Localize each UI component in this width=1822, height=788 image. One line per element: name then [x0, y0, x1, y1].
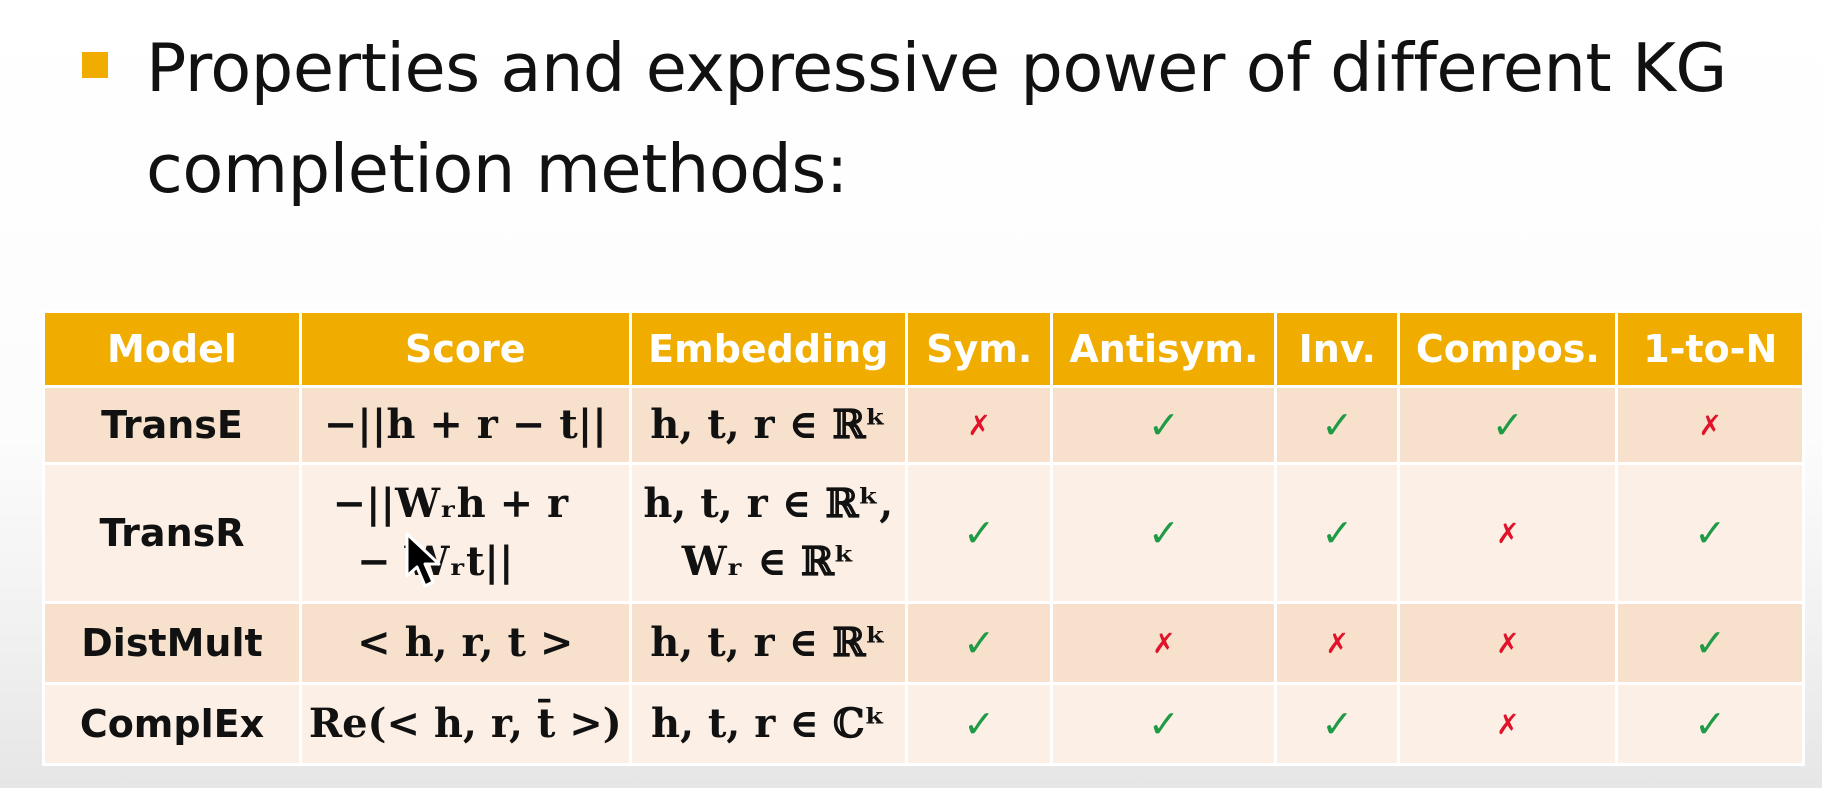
embedding-line: h, t, r ∈ ℝᵏ,	[643, 480, 894, 527]
antisym-cell: ✓	[1050, 462, 1278, 604]
embedding-line: h, t, r ∈ ℝᵏ	[650, 619, 887, 666]
check-icon: ✓	[1321, 511, 1354, 555]
header-antisym: Antisym.	[1050, 310, 1278, 388]
score-formula: −||Wᵣh + r − Wᵣt||	[298, 462, 632, 604]
model-name: TransE	[42, 385, 302, 465]
check-icon: ✓	[1147, 702, 1180, 746]
header-score: Score	[298, 310, 632, 388]
header-embedding: Embedding	[628, 310, 908, 388]
table-row: DistMult < h, r, t > h, t, r ∈ ℝᵏ ✓ ✗ ✗ …	[42, 601, 1805, 685]
embedding-formula: h, t, r ∈ ℝᵏ, Wᵣ ∈ ℝᵏ	[628, 462, 908, 604]
score-line: −||h + r − t||	[323, 401, 607, 448]
embedding-formula: h, t, r ∈ ℝᵏ	[628, 385, 908, 465]
check-icon: ✓	[1694, 511, 1727, 555]
check-icon: ✓	[1491, 403, 1524, 447]
one-to-n-cell: ✓	[1615, 462, 1805, 604]
table-row: ComplEx Re(< h, r, t̄ >) h, t, r ∈ ℂᵏ ✓ …	[42, 682, 1805, 766]
header-inv: Inv.	[1274, 310, 1401, 388]
table-row: TransR −||Wᵣh + r − Wᵣt|| h, t, r ∈ ℝᵏ, …	[42, 462, 1805, 604]
model-name: TransR	[42, 462, 302, 604]
check-icon: ✓	[1147, 511, 1180, 555]
cross-icon: ✗	[1496, 516, 1520, 550]
score-line: − Wᵣt||	[357, 538, 514, 585]
square-bullet-icon	[82, 52, 108, 78]
one-to-n-cell: ✗	[1615, 385, 1805, 465]
cross-icon: ✗	[1496, 707, 1520, 741]
kg-models-table: Model Score Embedding Sym. Antisym. Inv.…	[42, 310, 1805, 766]
header-compos: Compos.	[1397, 310, 1619, 388]
compos-cell: ✗	[1397, 462, 1619, 604]
check-icon: ✓	[1321, 403, 1354, 447]
score-line: < h, r, t >	[357, 619, 574, 666]
inv-cell: ✓	[1274, 385, 1401, 465]
cross-icon: ✗	[1152, 626, 1176, 660]
header-sym: Sym.	[904, 310, 1054, 388]
embedding-line: h, t, r ∈ ℂᵏ	[650, 700, 886, 747]
embedding-line: h, t, r ∈ ℝᵏ	[650, 401, 887, 448]
cross-icon: ✗	[1698, 408, 1722, 442]
table-header-row: Model Score Embedding Sym. Antisym. Inv.…	[42, 310, 1805, 388]
antisym-cell: ✗	[1050, 601, 1278, 685]
check-icon: ✓	[963, 511, 996, 555]
header-model: Model	[42, 310, 302, 388]
compos-cell: ✓	[1397, 385, 1619, 465]
one-to-n-cell: ✓	[1615, 601, 1805, 685]
inv-cell: ✗	[1274, 601, 1401, 685]
compos-cell: ✗	[1397, 601, 1619, 685]
score-formula: −||h + r − t||	[298, 385, 632, 465]
check-icon: ✓	[963, 621, 996, 665]
model-name: DistMult	[42, 601, 302, 685]
sym-cell: ✓	[904, 682, 1054, 766]
cross-icon: ✗	[1325, 626, 1350, 660]
embedding-formula: h, t, r ∈ ℂᵏ	[628, 682, 908, 766]
sym-cell: ✓	[904, 601, 1054, 685]
sym-cell: ✓	[904, 462, 1054, 604]
score-line: Re(< h, r, t̄ >)	[308, 700, 622, 747]
check-icon: ✓	[1694, 702, 1727, 746]
sym-cell: ✗	[904, 385, 1054, 465]
header-1-to-n: 1-to-N	[1615, 310, 1805, 388]
inv-cell: ✓	[1274, 682, 1401, 766]
slide-title: Properties and expressive power of diffe…	[146, 29, 1727, 208]
antisym-cell: ✓	[1050, 385, 1278, 465]
check-icon: ✓	[1694, 621, 1727, 665]
check-icon: ✓	[963, 702, 996, 746]
check-icon: ✓	[1147, 403, 1180, 447]
score-formula: < h, r, t >	[298, 601, 632, 685]
score-formula: Re(< h, r, t̄ >)	[298, 682, 632, 766]
cross-icon: ✗	[967, 408, 991, 442]
inv-cell: ✓	[1274, 462, 1401, 604]
table-row: TransE −||h + r − t|| h, t, r ∈ ℝᵏ ✗ ✓ ✓…	[42, 385, 1805, 465]
one-to-n-cell: ✓	[1615, 682, 1805, 766]
compos-cell: ✗	[1397, 682, 1619, 766]
cross-icon: ✗	[1496, 626, 1520, 660]
check-icon: ✓	[1321, 702, 1354, 746]
model-name: ComplEx	[42, 682, 302, 766]
antisym-cell: ✓	[1050, 682, 1278, 766]
embedding-line: Wᵣ ∈ ℝᵏ	[681, 538, 855, 585]
embedding-formula: h, t, r ∈ ℝᵏ	[628, 601, 908, 685]
score-line: −||Wᵣh + r	[332, 480, 569, 527]
mouse-pointer-icon	[405, 532, 441, 588]
